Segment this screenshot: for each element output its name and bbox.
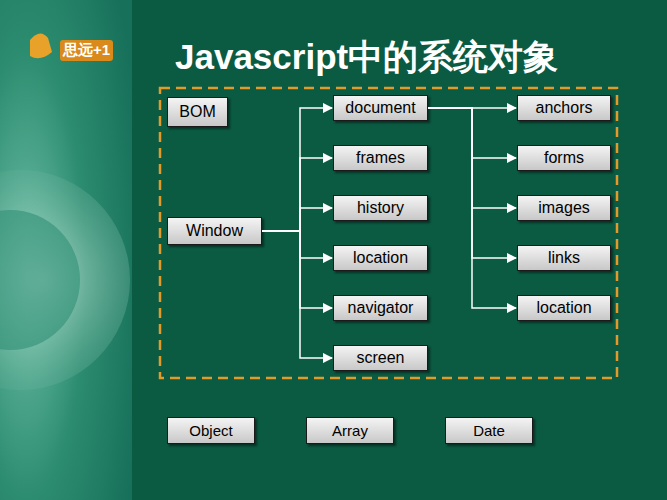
arrow-connector xyxy=(262,108,332,231)
object-box: forms xyxy=(517,145,611,171)
object-box: location xyxy=(333,245,428,271)
box-label: frames xyxy=(356,149,405,167)
box-label: screen xyxy=(356,349,404,367)
arrow-connector xyxy=(428,108,516,308)
object-box: anchors xyxy=(517,95,611,121)
object-box: history xyxy=(333,195,428,221)
box-label: Object xyxy=(189,422,232,439)
box-label: BOM xyxy=(179,103,215,121)
object-box: images xyxy=(517,195,611,221)
arrow-connector xyxy=(428,107,516,109)
box-label: Window xyxy=(186,222,243,240)
arrow-connector xyxy=(262,231,332,308)
object-box: Array xyxy=(306,417,394,444)
box-label: links xyxy=(548,249,580,267)
arrow-connector xyxy=(262,158,332,231)
box-label: Date xyxy=(473,422,505,439)
object-box: Window xyxy=(167,217,262,245)
object-box: links xyxy=(517,245,611,271)
object-box: frames xyxy=(333,145,428,171)
object-box: screen xyxy=(333,345,428,371)
arrow-connector xyxy=(262,208,332,231)
arrow-connector xyxy=(262,231,332,258)
object-box: document xyxy=(333,95,428,121)
box-label: anchors xyxy=(536,99,593,117)
object-box: navigator xyxy=(333,295,428,321)
box-label: forms xyxy=(544,149,584,167)
logo-text: 思远+1 xyxy=(60,40,113,61)
box-label: Array xyxy=(332,422,368,439)
arrow-connector xyxy=(428,108,516,158)
box-label: document xyxy=(345,99,415,117)
arrow-connector xyxy=(428,108,516,208)
object-box: Date xyxy=(445,417,533,444)
arrow-connector xyxy=(262,231,332,358)
box-label: navigator xyxy=(348,299,414,317)
box-label: location xyxy=(536,299,591,317)
box-label: images xyxy=(538,199,590,217)
object-box: BOM xyxy=(167,97,228,127)
object-box: location xyxy=(517,295,611,321)
slide-title: Javascript中的系统对象 xyxy=(175,34,558,81)
object-box: Object xyxy=(167,417,255,444)
box-label: location xyxy=(353,249,408,267)
box-label: history xyxy=(357,199,404,217)
arrow-connector xyxy=(428,108,516,258)
